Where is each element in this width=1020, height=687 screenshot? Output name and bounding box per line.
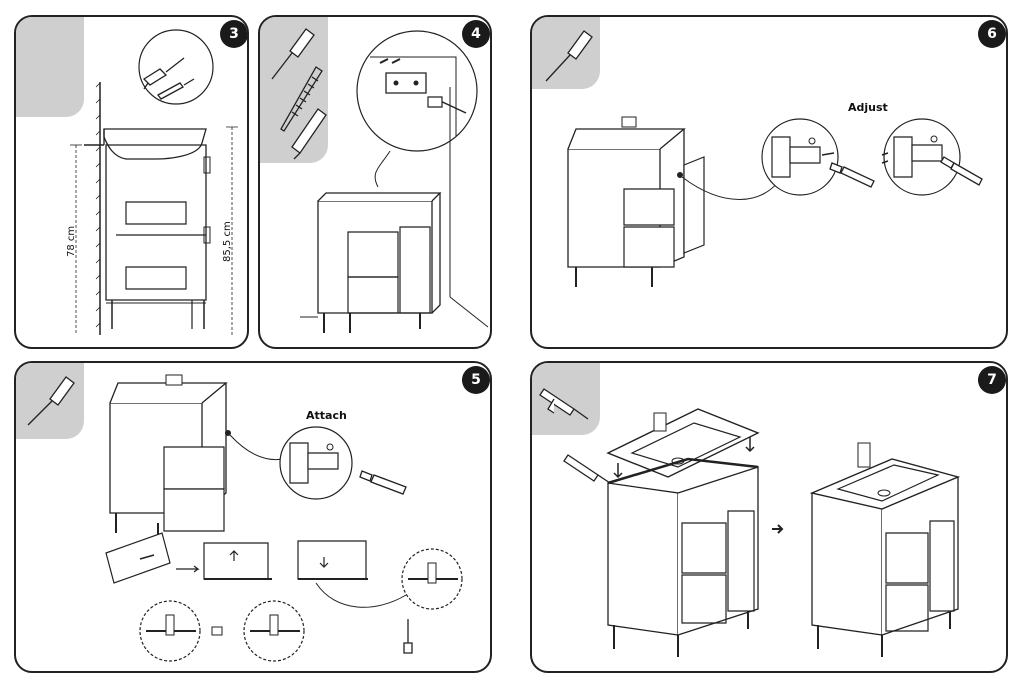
step-6-tool-tab <box>532 17 600 89</box>
cabinet-side <box>106 145 206 300</box>
step-6-panel: 6 Adjust <box>530 15 1008 349</box>
dimension-85-label: 85,5 cm <box>222 221 233 262</box>
step-3-badge: 3 <box>220 20 247 48</box>
basin-top <box>608 409 758 477</box>
drawer-step-3 <box>298 541 366 579</box>
step-7-badge: 7 <box>978 366 1006 394</box>
cabinet-body <box>608 483 678 635</box>
step-3-panel: 3 <box>14 15 249 349</box>
step-5-badge: 5 <box>462 366 490 394</box>
step-4-badge: 4 <box>462 20 490 48</box>
clip-icon <box>212 627 222 635</box>
silicone-gun-icon <box>540 389 588 419</box>
arrow-icon <box>772 525 782 533</box>
step-6-badge: 6 <box>978 20 1006 48</box>
step-4-drawing <box>260 17 490 347</box>
wall-plug-icon <box>292 109 326 159</box>
screwdriver-icon <box>546 31 592 81</box>
screw-icon <box>281 67 322 131</box>
silicone-gun-icon <box>564 455 610 483</box>
adjust-label: Adjust <box>848 101 888 114</box>
screwdriver-icon <box>28 377 74 425</box>
step-5-panel: 5 Attach <box>14 361 492 673</box>
arrow-icon <box>176 566 198 572</box>
arrow-icon <box>746 437 754 451</box>
drawer-step-2 <box>204 543 268 579</box>
screwdriver-icon <box>941 157 982 185</box>
step-3-drawing <box>16 17 247 347</box>
drill-icon <box>144 58 184 89</box>
step-6-drawing <box>532 17 1006 347</box>
drawer-step-1 <box>106 533 170 583</box>
screwdriver-icon <box>360 471 406 494</box>
dimension-78-label: 78 cm <box>66 225 77 257</box>
attach-label: Attach <box>306 409 347 422</box>
step-7-tool-tab <box>532 363 600 435</box>
basin-side <box>104 129 206 159</box>
step-7-panel: 7 <box>530 361 1008 673</box>
assembled-cabinet <box>812 493 882 635</box>
drill-detail-circle <box>139 30 213 104</box>
step-4-tool-tab <box>260 17 328 163</box>
screwdriver-icon <box>272 29 314 79</box>
wall-plug-icon <box>158 79 194 99</box>
step-4-panel: 4 <box>258 15 492 349</box>
arrow-icon <box>614 463 622 477</box>
cabinet-body <box>318 201 432 313</box>
step-5-drawing <box>16 363 490 671</box>
wall-bracket <box>386 73 426 93</box>
screwdriver-icon <box>404 619 412 653</box>
step-3-tool-tab <box>16 17 84 117</box>
step-7-drawing <box>532 363 1006 671</box>
wall-hatch <box>96 83 100 327</box>
screwdriver-icon <box>830 163 874 187</box>
step-5-tool-tab <box>16 363 84 439</box>
